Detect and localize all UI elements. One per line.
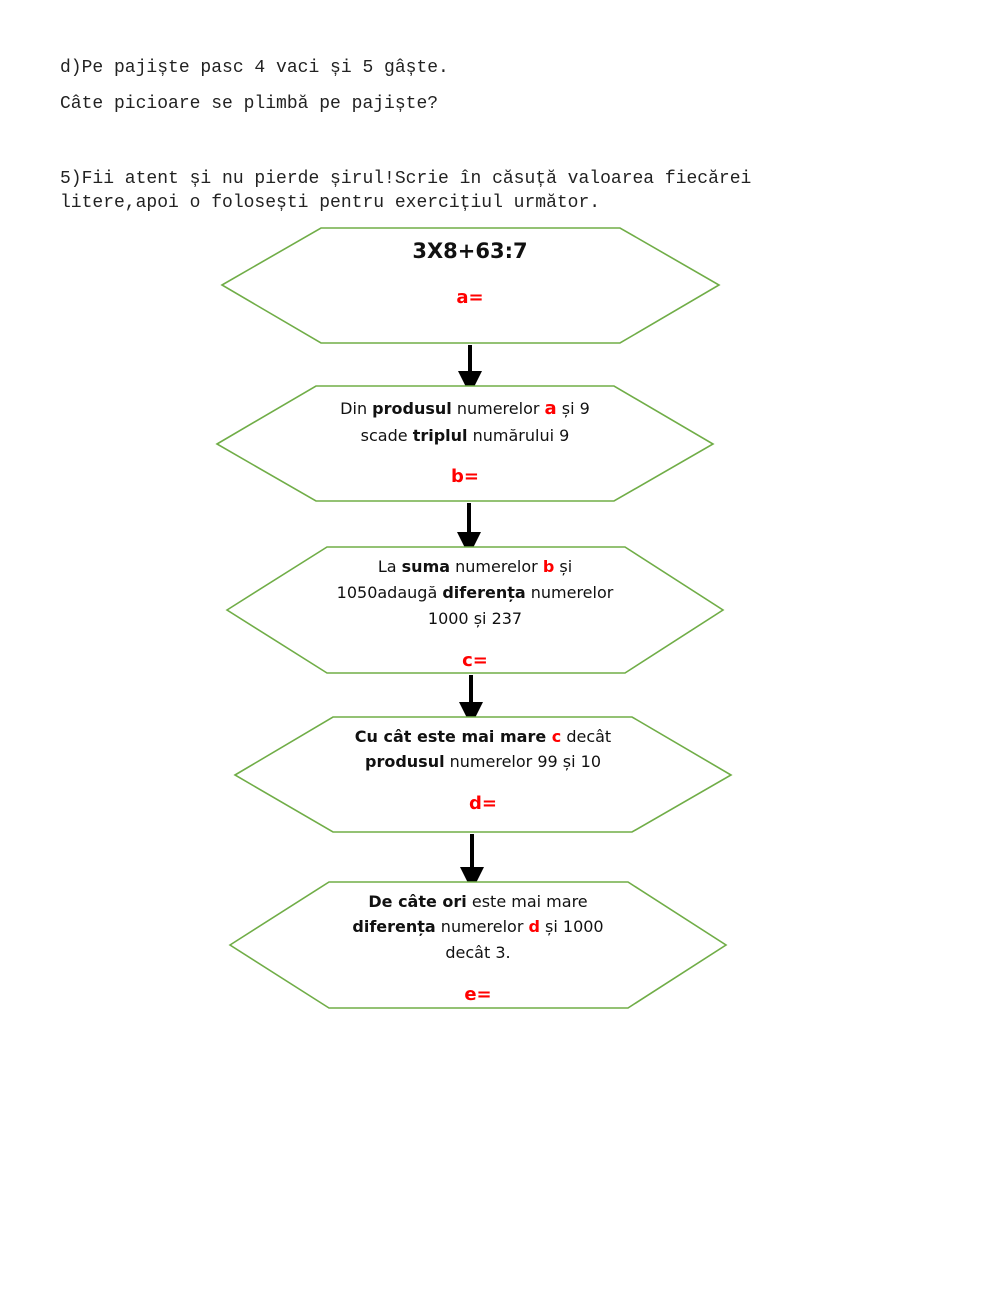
box-d-line1: Cu cât este mai mare c decât bbox=[355, 727, 611, 746]
box-c-line2: 1050adaugă diferența numerelor bbox=[337, 583, 614, 602]
exercise-5-instruction-line2: litere,apoi o folosești pentru exercițiu… bbox=[60, 193, 601, 213]
hexagon-box-b bbox=[215, 385, 715, 502]
box-e-line2: diferența numerelor d și 1000 bbox=[352, 917, 603, 936]
answer-a-field[interactable]: a= bbox=[456, 287, 483, 308]
box-d-line2: produsul numerelor 99 și 10 bbox=[365, 752, 601, 771]
answer-e-field[interactable]: e= bbox=[464, 984, 491, 1005]
answer-c-field[interactable]: c= bbox=[462, 650, 488, 671]
hexagon-box-a bbox=[220, 227, 721, 344]
expression-a: 3X8+63:7 bbox=[412, 239, 527, 263]
hexagon-box-e bbox=[228, 881, 728, 1009]
box-c-line3: 1000 și 237 bbox=[428, 609, 522, 628]
box-e-line1: De câte ori este mai mare bbox=[368, 892, 587, 911]
exercise-5-instruction-line1: 5)Fii atent și nu pierde șirul!Scrie în … bbox=[60, 169, 752, 189]
problem-d-question: Câte picioare se plimbă pe pajiște? bbox=[60, 94, 439, 114]
problem-d-statement: d)Pe pajiște pasc 4 vaci și 5 gâște. bbox=[60, 58, 449, 78]
box-c-line1: La suma numerelor b și bbox=[378, 557, 572, 576]
box-e-line3: decât 3. bbox=[445, 943, 510, 962]
answer-d-field[interactable]: d= bbox=[469, 793, 497, 814]
hexagon-box-d bbox=[233, 716, 733, 833]
answer-b-field[interactable]: b= bbox=[451, 466, 479, 487]
hexagon-box-c bbox=[225, 546, 725, 674]
box-b-line2: scade triplul numărului 9 bbox=[361, 426, 570, 445]
box-b-line1: Din produsul numerelor a și 9 bbox=[340, 398, 590, 419]
